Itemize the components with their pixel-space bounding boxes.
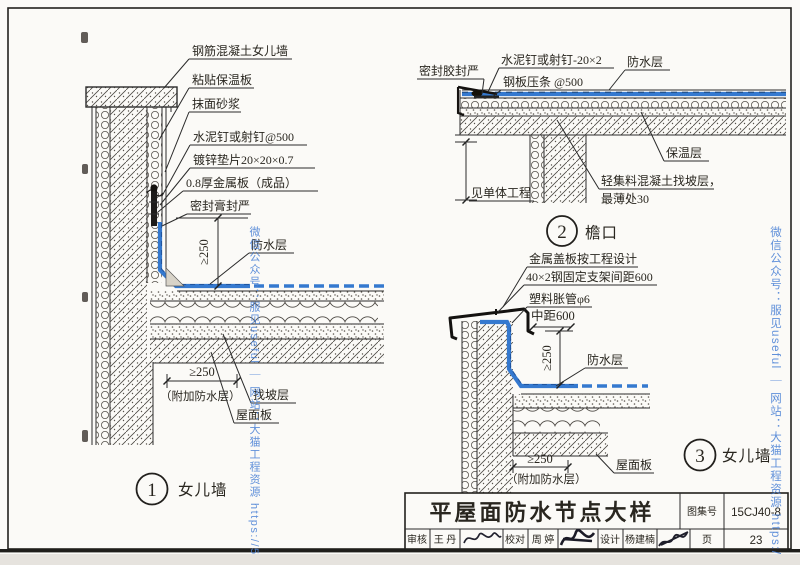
label-galv-washer: 镀锌垫片20×20×0.7 <box>193 152 294 167</box>
label-plastic-anchor: 塑料胀管φ6 <box>529 291 590 306</box>
sealant-bead <box>150 184 158 192</box>
callout-2-name: 檐口 <box>585 224 618 242</box>
dim-vertical-3: ≥250 <box>540 327 573 389</box>
label-additional-wp: （附加防水层） <box>160 389 241 403</box>
page-label: 页 <box>702 534 712 546</box>
callout-2-number: 2 <box>557 222 567 243</box>
design-name: 杨建楠 <box>625 533 655 546</box>
label-waterproof-layer: 防水层 <box>627 54 663 69</box>
support-wall-2 <box>529 135 587 203</box>
roof-assembly-1 <box>150 290 384 364</box>
label-slope-layer-line2: 最薄处30 <box>601 191 649 206</box>
label-waterproof-layer: 防水层 <box>587 352 623 367</box>
callout-2: 2 檐口 <box>546 215 618 247</box>
label-slope-layer: 找坡层 <box>253 388 289 402</box>
callout-1-name: 女儿墙 <box>178 480 228 499</box>
label-see-project: 见单体工程 <box>471 185 531 200</box>
callout-1-number: 1 <box>147 480 157 501</box>
atlas-no-value: 15CJ40-8 <box>731 507 781 519</box>
watermark-center: 微信公众号：服见useful ｜ 网站：大猫工程资源 https://52168… <box>248 226 260 565</box>
concrete-coping <box>85 86 178 108</box>
detail-1-parapet: ≥250 ≥250 （附加防水层） 钢筋混凝土女儿墙 粘贴保温板 抹面砂浆 水泥… <box>85 43 386 506</box>
label-metal-cover: 金属盖板按工程设计 <box>529 251 637 266</box>
dim-v-text: ≥250 <box>197 239 211 265</box>
fillet <box>165 267 185 287</box>
proof-name: 周 婷 <box>532 533 555 546</box>
signature-review <box>463 532 502 544</box>
parapet-wall-section <box>91 107 167 445</box>
page-no: 23 <box>750 535 763 547</box>
callout-3-number: 3 <box>695 446 705 467</box>
leader-lines-1 <box>157 58 318 424</box>
parapet-wall-section-3 <box>461 321 514 497</box>
label-rc-parapet: 钢筋混凝土女儿墙 <box>192 43 288 58</box>
dim-h-text: ≥250 <box>189 365 215 379</box>
label-insulation-layer: 保温层 <box>666 146 702 160</box>
label-roof-slab: 屋面板 <box>236 408 272 422</box>
dim-vertical-1: ≥250 <box>176 214 248 290</box>
metal-termination <box>146 184 164 226</box>
metal-cover-plate <box>448 307 535 341</box>
label-steel-batten: 钢板压条 @500 <box>503 75 583 89</box>
label-metal-plate: 0.8厚金属板（成品） <box>186 175 297 190</box>
label-roof-slab: 屋面板 <box>616 458 652 472</box>
label-additional-wp: （附加防水层） <box>506 472 587 486</box>
sheet-title: 平屋面防水节点大样 <box>429 500 654 525</box>
label-waterproof-layer: 防水层 <box>251 237 287 252</box>
callout-3: 3 女儿墙 <box>683 438 772 472</box>
eave-flashing <box>456 85 499 116</box>
title-block: 平屋面防水节点大样 图集号 15CJ40-8 审核 王 丹 校对 周 婷 设计 … <box>404 492 789 550</box>
signature-proof <box>559 528 596 546</box>
dim-h-text: ≥250 <box>527 452 553 466</box>
callout-3-name: 女儿墙 <box>722 446 772 465</box>
review-name: 王 丹 <box>434 534 457 546</box>
dim-spacing-3: 中距600 <box>529 308 575 331</box>
label-render-mortar: 抹面砂浆 <box>192 96 240 111</box>
roof-assembly-3 <box>513 393 650 457</box>
label-cement-nail: 水泥钉或射钉-20×2 <box>501 52 602 67</box>
detail-2-eave: 密封胶封严 水泥钉或射钉-20×2 钢板压条 @500 防水层 保温层 轻集料混… <box>417 52 786 247</box>
label-sealant: 密封胶封严 <box>419 63 479 78</box>
label-sealant: 密封膏封严 <box>190 198 250 213</box>
dim-project <box>455 138 477 204</box>
label-slope-layer-line1: 轻集料混凝土找坡层， <box>601 173 721 188</box>
signature-design <box>658 531 689 547</box>
scan-smudges <box>81 32 88 442</box>
sealant-bead <box>471 90 483 97</box>
label-cement-nail: 水泥钉或射钉@500 <box>193 129 294 144</box>
roof-assembly-2 <box>455 89 786 136</box>
design-label: 设计 <box>600 533 620 546</box>
review-label: 审核 <box>407 533 427 546</box>
dim-horizontal-1: ≥250 （附加防水层） <box>160 365 241 403</box>
waterproof-membrane <box>480 319 578 389</box>
callout-1: 1 女儿墙 <box>135 472 228 506</box>
leader-lines-3 <box>497 266 657 474</box>
dim-spacing-text: 中距600 <box>531 308 575 323</box>
label-insulation-board: 粘贴保温板 <box>192 72 252 87</box>
dim-horizontal-3: ≥250 （附加防水层） <box>506 452 587 486</box>
leader-lines-2 <box>417 67 714 202</box>
label-steel-bracket: 40×2钢固定支架间距600 <box>526 269 653 284</box>
atlas-no-label: 图集号 <box>687 505 717 518</box>
proof-label: 校对 <box>505 533 525 546</box>
scan-edge-shade <box>0 554 800 565</box>
watermark-right: 微信公众号：服见useful ｜ 网站：大猫工程资源 https://52168… <box>769 226 781 565</box>
detail-3-parapet: 中距600 ≥250 ≥250 （附加防水层） 金属盖板按工程设计 40×2钢固… <box>448 251 772 497</box>
page-frame <box>0 7 800 553</box>
dim-v-text: ≥250 <box>540 345 554 371</box>
